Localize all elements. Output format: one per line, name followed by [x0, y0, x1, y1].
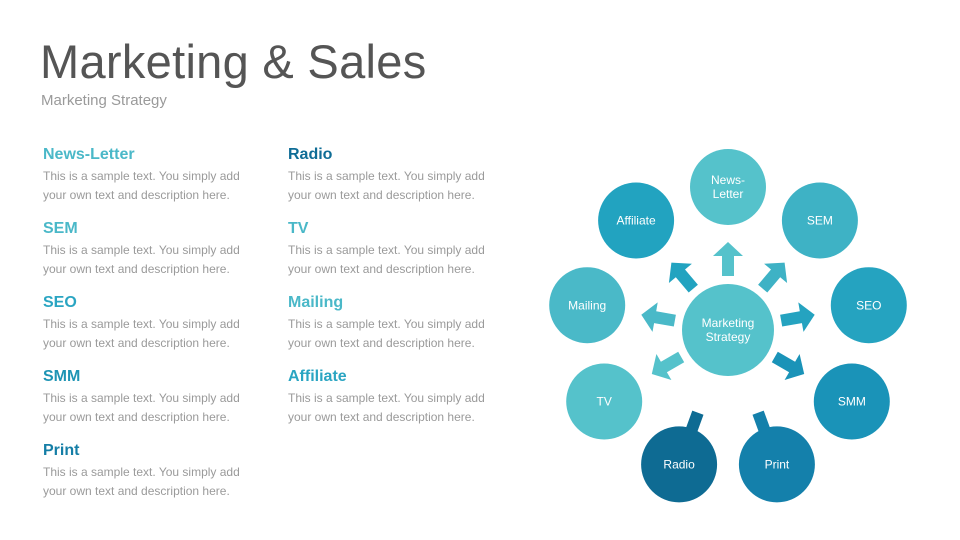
node-circle	[830, 267, 907, 344]
node-circle	[781, 182, 858, 259]
diagram-node: Mailing	[549, 267, 626, 344]
node-label: SEO	[856, 298, 881, 312]
node-label: Radio	[663, 458, 695, 472]
node-label: News-Letter	[711, 173, 745, 201]
item-title: News-Letter	[43, 146, 135, 163]
item-title: Print	[43, 442, 80, 459]
item-description: This is a sample text. You simply add yo…	[43, 465, 240, 498]
right-item-column: Radio This is a sample text. You simply …	[288, 146, 518, 442]
node-label: SEM	[807, 214, 833, 228]
diagram-node: News-Letter	[690, 149, 766, 225]
list-item: Affiliate This is a sample text. You sim…	[288, 368, 518, 442]
node-label: Mailing	[568, 298, 606, 312]
list-item: News-Letter This is a sample text. You s…	[43, 146, 273, 220]
item-title: Affiliate	[288, 368, 347, 385]
item-description: This is a sample text. You simply add yo…	[43, 243, 240, 276]
diagram-node: SEO	[830, 267, 907, 344]
node-label: Affiliate	[617, 214, 656, 228]
list-item: Radio This is a sample text. You simply …	[288, 146, 518, 220]
item-description: This is a sample text. You simply add yo…	[288, 317, 485, 350]
item-description: This is a sample text. You simply add yo…	[43, 169, 240, 202]
list-item: TV This is a sample text. You simply add…	[288, 220, 518, 294]
item-title: SMM	[43, 368, 81, 385]
node-circle	[549, 267, 626, 344]
list-item: Mailing This is a sample text. You simpl…	[288, 294, 518, 368]
node-circle	[641, 426, 718, 503]
diagram-node: TV	[566, 363, 643, 440]
left-item-column: News-Letter This is a sample text. You s…	[43, 146, 273, 516]
item-description: This is a sample text. You simply add yo…	[43, 317, 240, 350]
list-item: SEO This is a sample text. You simply ad…	[43, 294, 273, 368]
item-title: SEO	[43, 294, 77, 311]
item-title: Mailing	[288, 294, 344, 311]
node-circle	[690, 149, 766, 225]
item-title: SEM	[43, 220, 78, 237]
center-circle	[682, 284, 774, 376]
diagram-node: Radio	[641, 426, 718, 503]
list-item: SMM This is a sample text. You simply ad…	[43, 368, 273, 442]
list-item: SEM This is a sample text. You simply ad…	[43, 220, 273, 294]
connector-arrow	[668, 262, 698, 293]
list-item: Print This is a sample text. You simply …	[43, 442, 273, 516]
node-label: TV	[596, 395, 611, 409]
item-description: This is a sample text. You simply add yo…	[43, 391, 240, 424]
diagram-node: SEM	[781, 182, 858, 259]
connector-arrow	[713, 242, 743, 276]
item-title: TV	[288, 220, 309, 237]
diagram-node: Affiliate	[598, 182, 675, 259]
node-label: Print	[765, 458, 790, 472]
connector-arrow	[641, 302, 676, 332]
connector-arrow	[758, 262, 788, 293]
item-description: This is a sample text. You simply add yo…	[288, 391, 485, 424]
diagram-node: SMM	[813, 363, 890, 440]
node-circle	[598, 182, 675, 259]
node-circle	[738, 426, 815, 503]
connector-arrow	[651, 351, 685, 380]
item-title: Radio	[288, 146, 333, 163]
item-description: This is a sample text. You simply add yo…	[288, 169, 485, 202]
item-description: This is a sample text. You simply add yo…	[288, 243, 485, 276]
connector-arrow	[771, 351, 805, 380]
slide-title: Marketing & Sales	[40, 35, 427, 88]
node-circle	[813, 363, 890, 440]
slide-subtitle: Marketing Strategy	[41, 92, 167, 109]
diagram-node: Print	[738, 426, 815, 503]
node-label: SMM	[838, 395, 866, 409]
node-circle	[566, 363, 643, 440]
connector-arrow	[780, 302, 815, 332]
